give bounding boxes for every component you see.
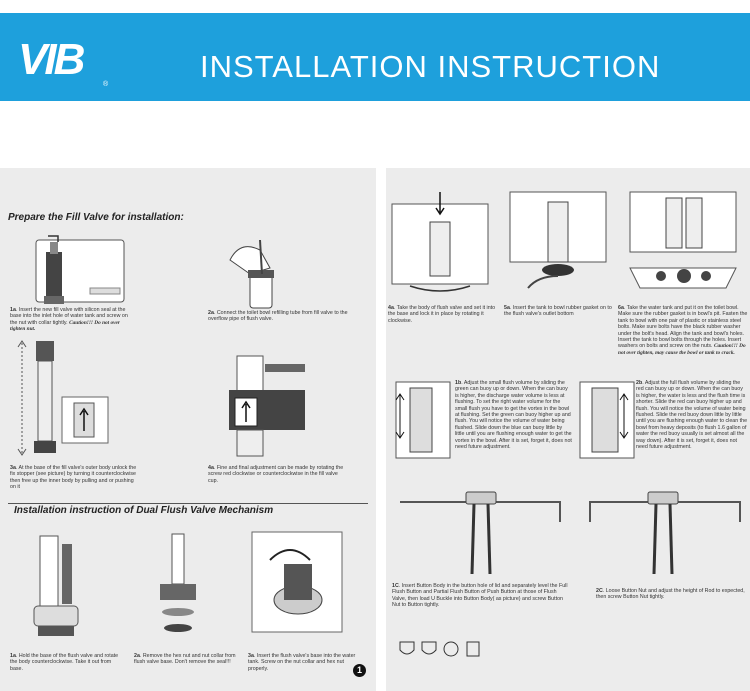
caption-right-4a: 4a. Take the body of flush valve and set… bbox=[388, 305, 496, 324]
section-divider bbox=[8, 503, 368, 504]
caption-dual-2a: 2a. Remove the hex nut and nut collar fr… bbox=[134, 653, 236, 666]
caption-6a: 6a. Take the water tank and put it on th… bbox=[618, 305, 748, 356]
page-title: INSTALLATION INSTRUCTION bbox=[200, 49, 661, 84]
caption-3a: 3a. At the base of the fill valve's oute… bbox=[10, 465, 137, 491]
caption-5a: 5a. Insert the tank to bowl rubber gaske… bbox=[504, 305, 612, 318]
flush-valve-rotate-illustration bbox=[33, 535, 79, 636]
fix-stopper-detail-illustration bbox=[61, 396, 109, 444]
fill-valve-adjust-illustration bbox=[229, 355, 305, 457]
tank-body-lock-illustration bbox=[391, 192, 489, 292]
button-install-illustration bbox=[400, 491, 561, 575]
caption-2b: 2b. Adjust the full flush volume by slid… bbox=[636, 380, 748, 451]
tank-on-bowl-illustration bbox=[629, 191, 737, 289]
full-flush-buoy-illustration bbox=[579, 381, 635, 459]
caption-4a: 4a. Fine and final adjustment can be mad… bbox=[208, 465, 344, 484]
section-title-prepare: Prepare the Fill Valve for installation: bbox=[8, 212, 184, 223]
registered-mark: ® bbox=[103, 81, 109, 88]
caption-1a: 1a. Insert the new fill valve with silic… bbox=[10, 307, 128, 333]
base-insert-illustration bbox=[251, 531, 343, 633]
fill-valve-body-illustration bbox=[17, 340, 56, 456]
caption-dual-3a: 3a. Insert the flush valve's base into t… bbox=[248, 653, 356, 672]
certification-mark-icon bbox=[466, 641, 480, 657]
caption-1b: 1b. Adjust the small flush volume by sli… bbox=[455, 380, 572, 451]
brand-logo: VIB bbox=[18, 35, 85, 84]
hex-nut-remove-illustration bbox=[160, 533, 196, 632]
section-title-dual-flush: Installation instruction of Dual Flush V… bbox=[14, 505, 274, 516]
sheet-divider bbox=[376, 168, 386, 691]
header-banner: VIB ® INSTALLATION INSTRUCTION bbox=[0, 13, 750, 101]
fill-valve-tank-illustration bbox=[35, 235, 125, 304]
certification-mark-icon bbox=[421, 641, 437, 655]
rubber-gasket-illustration bbox=[509, 191, 607, 289]
small-flush-buoy-illustration bbox=[395, 381, 451, 459]
certification-mark-icon bbox=[443, 641, 459, 657]
refill-tube-illustration bbox=[229, 239, 274, 309]
caption-1c: 1C. Insert Button Body in the button hol… bbox=[392, 583, 568, 609]
page-number-badge: 1 bbox=[353, 664, 366, 677]
caption-2c: 2C. Loose Button Nut and adjust the heig… bbox=[596, 588, 745, 601]
certification-mark-icon bbox=[399, 641, 415, 655]
caption-dual-1a: 1a. Hold the base of the flush valve and… bbox=[10, 653, 119, 672]
caption-2a: 2a. Connect the toilet bowl refilling tu… bbox=[208, 310, 348, 323]
rod-adjust-illustration bbox=[589, 491, 741, 575]
